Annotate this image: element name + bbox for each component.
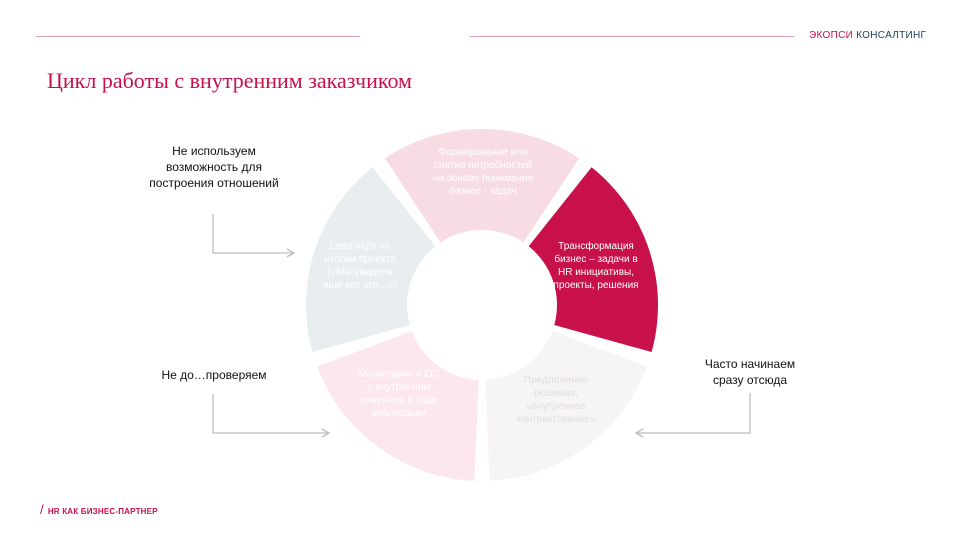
note-bottom-left: Не до…проверяем xyxy=(161,368,267,382)
segment-proposal xyxy=(485,331,647,481)
arrow-right-head xyxy=(634,428,644,438)
segment-transformation xyxy=(528,167,658,353)
header-rule-left xyxy=(36,36,360,37)
arrows xyxy=(212,214,751,438)
footer-slash-icon: / xyxy=(40,502,44,517)
arrow-top-left-head xyxy=(286,248,296,258)
header-rule-right xyxy=(470,36,794,37)
segment-label-monitoring: Мониторинг и ОС с внутренним клиентом в … xyxy=(358,369,440,419)
brand-logo-part2: КОНСАЛТИНГ xyxy=(856,30,927,41)
segment-monitoring xyxy=(317,331,479,481)
segment-label-proposal: Предложение решения, «внутреннее контрак… xyxy=(516,375,596,425)
brand-logo: ЭКОПСИ КОНСАЛТИНГ xyxy=(809,30,926,41)
note-top-left: Не используем возможность для построения… xyxy=(149,144,279,190)
segment-learnings xyxy=(306,167,436,353)
segment-label-learnings: Learning’s по итогам проекта («Мы увидел… xyxy=(323,241,397,291)
footer-section-label: /HR КАК БИЗНЕС-ПАРТНЕР xyxy=(40,502,158,517)
segment-label-transformation: Трансформация бизнес – задачи в HR иници… xyxy=(553,241,639,291)
page-title: Цикл работы с внутренним заказчиком xyxy=(47,68,412,93)
arrow-bottom-left xyxy=(212,394,328,434)
footer-text: HR КАК БИЗНЕС-ПАРТНЕР xyxy=(47,507,158,516)
segment-needs xyxy=(384,129,580,243)
arrow-bottom-left-head xyxy=(321,428,331,438)
arrow-right xyxy=(637,393,751,434)
arrow-top-left xyxy=(212,214,293,254)
segment-label-needs: Формирование или снятие потребностей на … xyxy=(432,147,534,197)
brand-logo-part1: ЭКОПСИ xyxy=(809,30,854,41)
note-right: Часто начинаем сразу отсюда xyxy=(704,357,796,387)
